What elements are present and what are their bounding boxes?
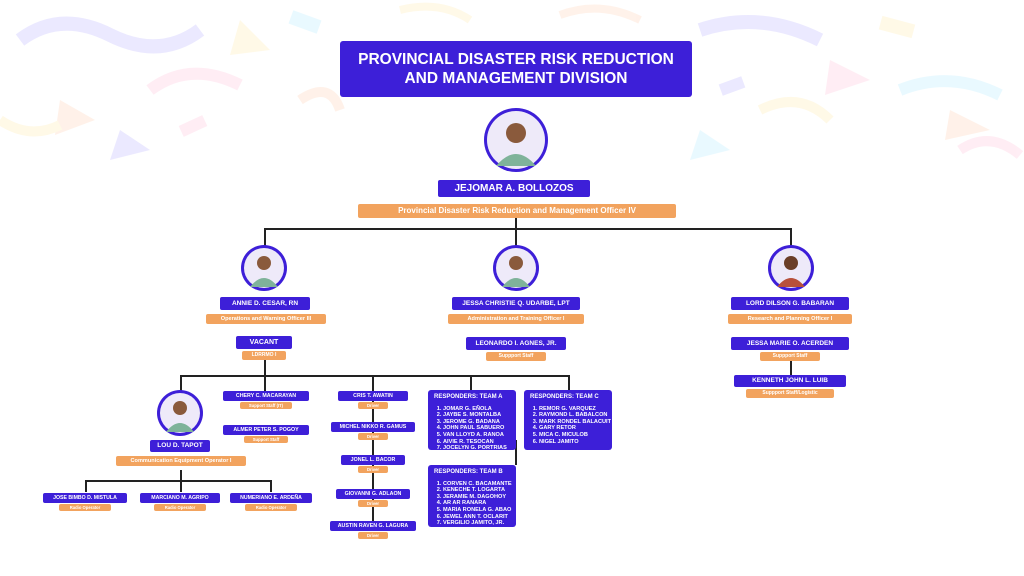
driver-5-name: AUSTIN RAVEN G. LAGURA xyxy=(330,521,416,531)
team-a-member: JAYBE S. MONTALBA xyxy=(443,412,510,419)
team-b-member: AR AR RANARA xyxy=(443,500,510,507)
team-b-member: VERGILIO JAMITO, JR. xyxy=(443,520,510,527)
connector-line xyxy=(264,375,266,391)
radio-operator-1-name: JOSE BIMBO D. MISTULA xyxy=(43,493,127,503)
team-c-member: MICA C. MICULOB xyxy=(539,432,606,439)
connector-line xyxy=(264,360,266,376)
head-role: Provincial Disaster Risk Reduction and M… xyxy=(358,204,676,218)
lou-photo-avatar xyxy=(157,390,203,436)
connector-line xyxy=(790,360,792,376)
connector-line xyxy=(790,228,792,246)
connector-line xyxy=(180,480,182,492)
radio-operator-3-role: Radio Operator xyxy=(245,504,297,511)
title-line-1: PROVINCIAL DISASTER RISK REDUCTION xyxy=(358,51,674,68)
almer-role: Support Staff xyxy=(244,436,288,443)
team-b-member: CORVEN C. BACAMANTE xyxy=(443,481,512,488)
connector-line xyxy=(515,229,517,246)
team-a-member: AIVIE R. TESOCAN xyxy=(443,439,510,446)
head-name: JEJOMAR A. BOLLOZOS xyxy=(438,180,590,197)
radio-operator-1-role: Radio Operator xyxy=(59,504,111,511)
team-a-box: RESPONDERS: TEAM A JOMAR G. EÑOLA JAYBE … xyxy=(428,390,516,452)
team-c-box: RESPONDERS: TEAM C REMOR G. VARQUEZ RAYM… xyxy=(524,390,612,450)
connector-line xyxy=(568,375,570,391)
team-b-member: JEWEL ANN T. OCLARIT xyxy=(443,514,510,521)
connector-line xyxy=(85,480,87,492)
connector-line xyxy=(180,375,182,391)
driver-4-name: GIOVANNI G. ADLAON xyxy=(336,489,410,499)
lord-dilson-name: LORD DILSON G. BABARAN xyxy=(731,297,849,310)
team-a-member: JEROME G. BADANA xyxy=(443,419,510,426)
team-a-member: JOCELYN G. PORTRIAS xyxy=(443,445,510,452)
connector-line xyxy=(180,470,182,480)
radio-operator-2-role: Radio Operator xyxy=(154,504,206,511)
lou-name: LOU D. TAPOT xyxy=(150,440,210,452)
jessa-christie-role: Administration and Training Officer I xyxy=(448,314,584,324)
driver-1-name: CRIS T. AWATIN xyxy=(338,391,408,401)
team-b-member: JERAMIE M. DAGOHOY xyxy=(443,494,510,501)
team-c-title: RESPONDERS: TEAM C xyxy=(530,394,599,400)
kenneth-role: Suppport Staff/Logistic xyxy=(746,389,834,398)
radio-operator-2-name: MARCIANO M. AGRIPO xyxy=(140,493,220,503)
connector-line xyxy=(372,375,374,391)
chery-role: Support Staff (IT) xyxy=(240,402,292,409)
team-c-member: NIGEL JAMITO xyxy=(539,439,606,446)
team-a-member: JOHN PAUL SABUERO xyxy=(443,425,510,432)
team-c-member: MARK RONDEL BALACUIT xyxy=(539,419,611,426)
radio-operator-3-name: NUMERIANO E. ARDEÑA xyxy=(230,493,312,503)
lord-dilson-photo-avatar xyxy=(768,245,814,291)
kenneth-name: KENNETH JOHN L. LUIB xyxy=(734,375,846,387)
annie-photo-avatar xyxy=(241,245,287,291)
team-b-title: RESPONDERS: TEAM B xyxy=(434,469,503,475)
vacant-name: VACANT xyxy=(236,336,292,349)
team-a-member: VAN LLOYD A. RANOA xyxy=(443,432,510,439)
leonardo-role: Suppport Staff xyxy=(486,352,546,361)
team-b-member: MARIA RONELA G. ABAO xyxy=(443,507,511,514)
connector-line xyxy=(515,218,517,229)
annie-name: ANNIE D. CESAR, RN xyxy=(220,297,310,310)
connector-line xyxy=(265,228,791,230)
driver-3-role: Driver xyxy=(358,466,388,473)
head-photo-avatar xyxy=(484,108,548,172)
page-title: PROVINCIAL DISASTER RISK REDUCTION AND M… xyxy=(340,41,692,97)
connector-line xyxy=(515,440,517,465)
team-c-member: GARY RETOR xyxy=(539,425,606,432)
annie-role: Operations and Warning Officer III xyxy=(206,314,326,324)
connector-line xyxy=(270,480,272,492)
driver-4-role: Driver xyxy=(358,500,388,507)
jessa-christie-name: JESSA CHRISTIE Q. UDARBE, LPT xyxy=(452,297,580,310)
connector-line xyxy=(264,228,266,246)
connector-line xyxy=(85,480,271,482)
team-c-member: RAYMOND L. BABALCON xyxy=(539,412,607,419)
connector-line xyxy=(470,375,472,391)
driver-2-name: MICHEL NIKKO R. GAMUS xyxy=(331,422,415,432)
team-b-box: RESPONDERS: TEAM B CORVEN C. BACAMANTE K… xyxy=(428,465,516,527)
driver-5-role: Driver xyxy=(358,532,388,539)
vacant-role: LDRRMO I xyxy=(242,351,286,360)
jessa-marie-role: Suppport Staff xyxy=(760,352,820,361)
driver-3-name: JONEL L. BACOR xyxy=(341,455,405,465)
driver-2-role: Driver xyxy=(358,433,388,440)
team-a-title: RESPONDERS: TEAM A xyxy=(434,394,503,400)
lord-dilson-role: Research and Planning Officer I xyxy=(728,314,852,324)
team-b-member: KENECHE T. LOGARTA xyxy=(443,487,510,494)
leonardo-name: LEONARDO I. AGNES, JR. xyxy=(466,337,566,350)
team-a-member: JOMAR G. EÑOLA xyxy=(443,406,510,413)
title-line-2: AND MANAGEMENT DIVISION xyxy=(404,70,628,87)
connector-line xyxy=(180,375,570,377)
driver-1-role: Driver xyxy=(358,402,388,409)
team-c-member: REMOR G. VARQUEZ xyxy=(539,406,606,413)
chery-name: CHERY C. MACARAYAN xyxy=(223,391,309,401)
lou-role: Communication Equipment Operator I xyxy=(116,456,246,466)
almer-name: ALMER PETER S. POGOY xyxy=(223,425,309,435)
jessa-marie-name: JESSA MARIE O. ACERDEN xyxy=(731,337,849,350)
jessa-christie-photo-avatar xyxy=(493,245,539,291)
